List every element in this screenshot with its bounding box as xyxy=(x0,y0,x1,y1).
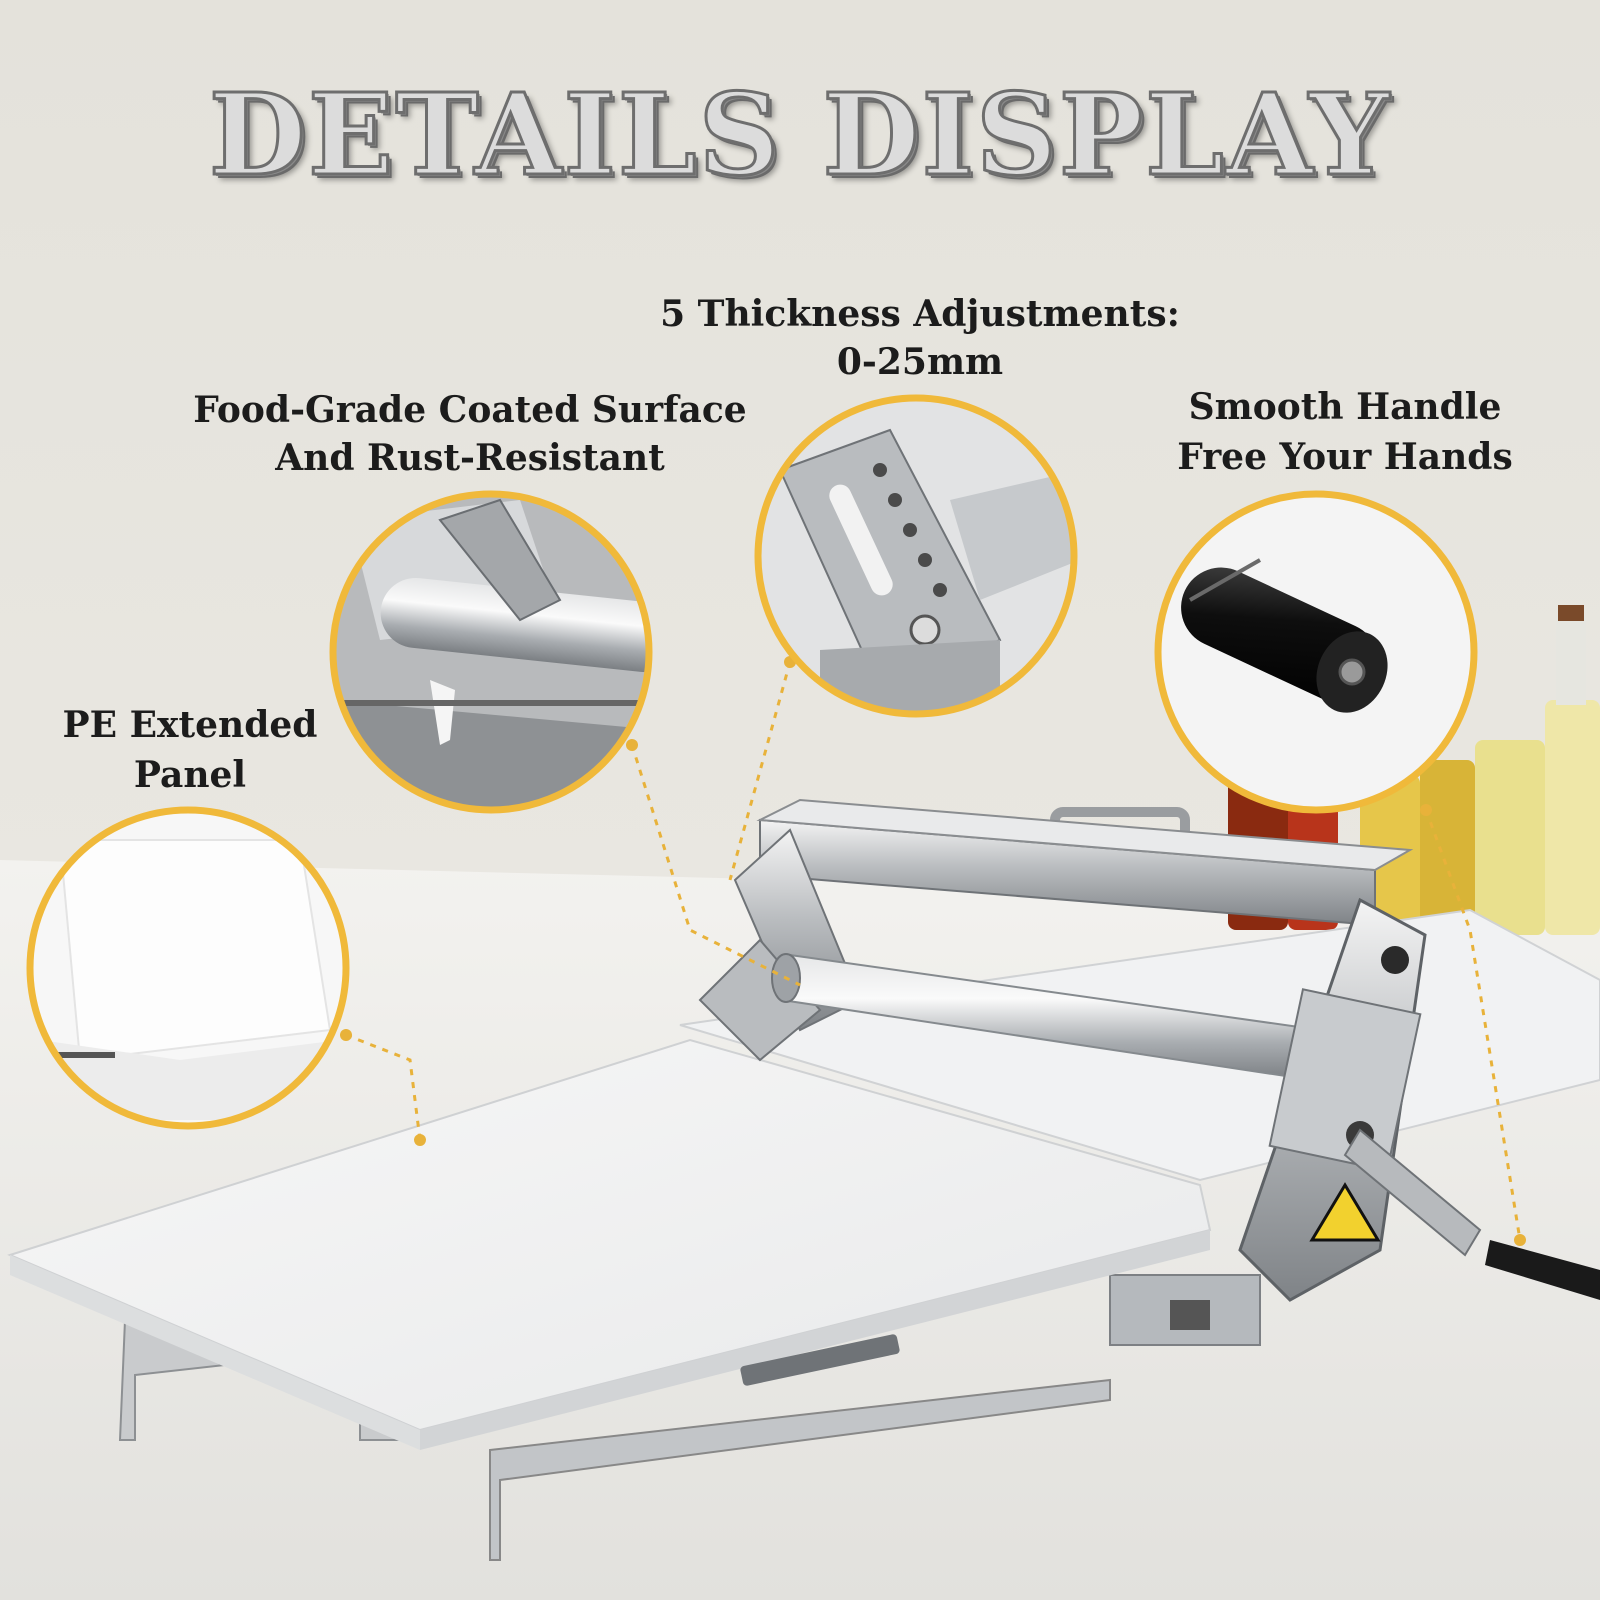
callout-label-line: Smooth Handle xyxy=(1188,386,1502,428)
callout-label-line: 5 Thickness Adjustments: xyxy=(660,293,1180,335)
callout-label-thickness: 5 Thickness Adjustments: 0-25mm xyxy=(620,290,1220,386)
callout-circle-handle xyxy=(1154,490,1478,814)
callout-circle-surface xyxy=(329,490,653,814)
callout-label-line: Free Your Hands xyxy=(1177,436,1513,478)
callout-circle-panel xyxy=(26,806,350,1130)
callout-label-line: Panel xyxy=(133,754,247,796)
callout-label-handle: Smooth Handle Free Your Hands xyxy=(1120,382,1570,482)
leader-lines xyxy=(345,661,1522,1241)
callout-label-line: 0-25mm xyxy=(836,341,1004,383)
callout-label-panel: PE Extended Panel xyxy=(30,700,350,800)
machine-frame xyxy=(698,798,1600,1302)
callout-label-line: PE Extended xyxy=(62,704,318,746)
callout-label-line: Food-Grade Coated Surface xyxy=(193,389,747,431)
callout-label-line: And Rust-Resistant xyxy=(275,437,665,479)
callout-label-surface: Food-Grade Coated Surface And Rust-Resis… xyxy=(170,386,770,482)
page-title: DETAILS DISPLAY xyxy=(207,69,1392,203)
callout-circle-thickness xyxy=(754,394,1078,718)
